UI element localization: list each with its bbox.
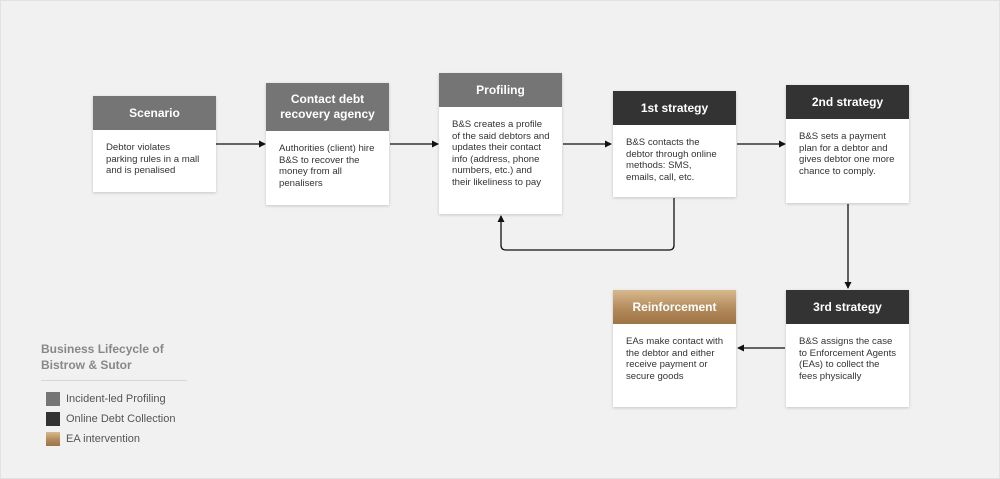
node-3rd-strategy[interactable]: 3rd strategy B&S assigns the case to Enf… — [786, 290, 909, 407]
node-reinforcement-body: EAs make contact with the debtor and eit… — [626, 336, 724, 382]
legend-label: Online Debt Collection — [66, 413, 176, 425]
node-1st-strategy[interactable]: 1st strategy B&S contacts the debtor thr… — [613, 91, 736, 197]
legend-label: EA intervention — [66, 433, 140, 445]
legend-label: Incident-led Profiling — [66, 393, 166, 405]
node-strategy1-title: 1st strategy — [613, 91, 736, 125]
node-scenario-title: Scenario — [93, 96, 216, 130]
node-strategy3-body: B&S assigns the case to Enforcement Agen… — [799, 336, 897, 382]
node-scenario[interactable]: Scenario Debtor violates parking rules i… — [93, 96, 216, 192]
node-contact-debt-recovery-agency[interactable]: Contact debt recovery agency Authorities… — [266, 83, 389, 205]
legend-swatch-gold — [46, 432, 60, 446]
node-profiling[interactable]: Profiling B&S creates a profile of the s… — [439, 73, 562, 214]
legend-item-online-debt-collection: Online Debt Collection — [46, 412, 175, 426]
edge-strategy1-loop-to-profiling — [497, 198, 675, 251]
node-strategy3-title: 3rd strategy — [786, 290, 909, 324]
node-strategy1-body: B&S contacts the debtor through online m… — [626, 137, 717, 183]
node-profiling-body: B&S creates a profile of the said debtor… — [452, 119, 550, 188]
node-contact-body: Authorities (client) hire B&S to recover… — [279, 143, 375, 189]
node-scenario-body: Debtor violates parking rules in a mall … — [106, 142, 200, 177]
node-reinforcement-title: Reinforcement — [613, 290, 736, 324]
legend-swatch-gray — [46, 392, 60, 406]
node-strategy2-body: B&S sets a payment plan for a debtor and… — [799, 131, 895, 177]
legend-divider — [41, 380, 187, 381]
node-contact-title: Contact debt recovery agency — [266, 83, 389, 131]
node-strategy2-title: 2nd strategy — [786, 85, 909, 119]
legend-item-incident-led-profiling: Incident-led Profiling — [46, 392, 166, 406]
legend-swatch-dark — [46, 412, 60, 426]
legend-item-ea-intervention: EA intervention — [46, 432, 140, 446]
node-profiling-title: Profiling — [439, 73, 562, 107]
legend-title: Business Lifecycle of Bistrow & Sutor — [41, 342, 164, 372]
node-reinforcement[interactable]: Reinforcement EAs make contact with the … — [613, 290, 736, 407]
node-2nd-strategy[interactable]: 2nd strategy B&S sets a payment plan for… — [786, 85, 909, 203]
